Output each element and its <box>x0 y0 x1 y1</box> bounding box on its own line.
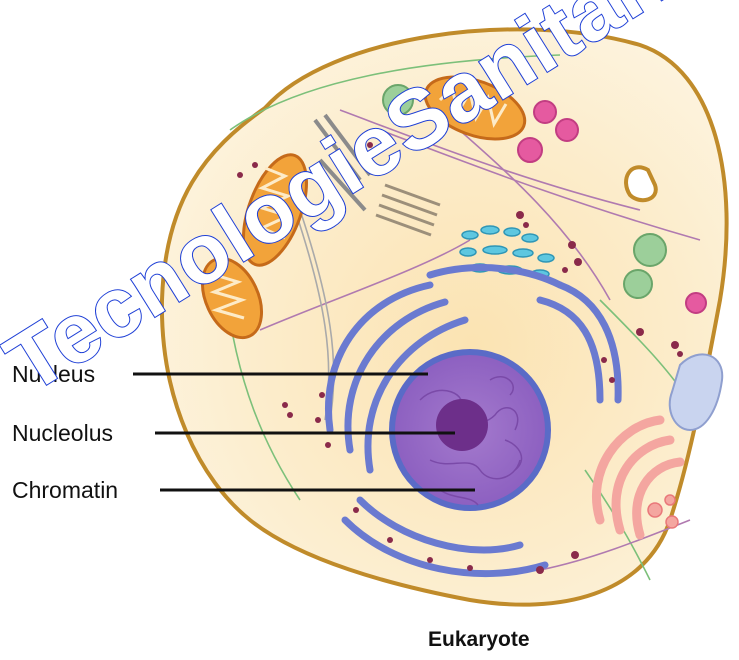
vesicle-green <box>624 270 652 298</box>
chromatin-label: Chromatin <box>12 477 118 503</box>
nucleolus <box>436 399 488 451</box>
nucleolus-label: Nucleolus <box>12 420 113 446</box>
diagram-caption: Eukaryote <box>428 628 530 651</box>
vesicle-green <box>634 234 666 266</box>
